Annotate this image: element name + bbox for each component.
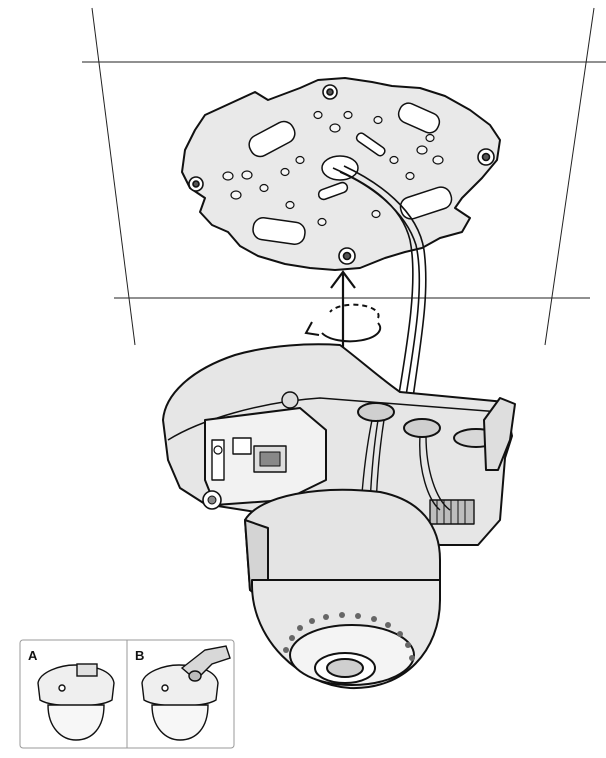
ceiling-lines [82, 7, 606, 346]
rotate-icon [304, 303, 382, 343]
camera-dome [244, 488, 441, 690]
camera-base [162, 343, 516, 546]
inset-label-b: B [135, 648, 144, 663]
up-arrow-icon [330, 270, 356, 355]
inset-label-a: A [28, 648, 38, 663]
variant-a-camera [37, 663, 115, 741]
cables [332, 165, 427, 406]
inset-panel: A B [19, 639, 235, 749]
variant-b-camera [141, 645, 231, 741]
mounting-plate [181, 77, 501, 271]
